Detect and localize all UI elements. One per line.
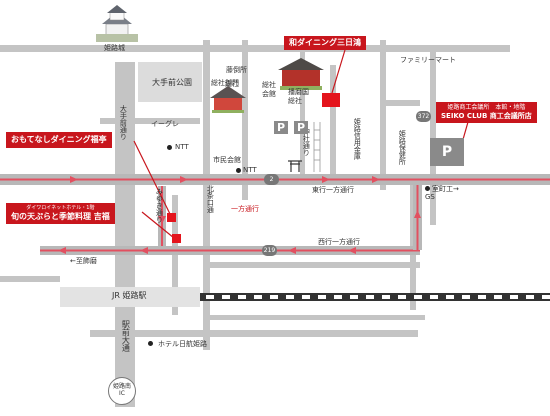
jr-station-block bbox=[60, 287, 200, 307]
syuuin-label: 藤倒所 bbox=[226, 66, 247, 74]
torii-icon bbox=[288, 160, 302, 172]
tempura-marker[interactable] bbox=[172, 234, 181, 243]
ntt-dot bbox=[167, 145, 172, 150]
route-2-shield: 2 bbox=[264, 174, 279, 185]
westbound-label: 西行一方通行 bbox=[318, 238, 360, 246]
sosha-label: 総社 bbox=[225, 80, 239, 88]
himeji-ic-marker: 姫路南 IC bbox=[108, 377, 136, 405]
sosha-mon-label: 総社御門 bbox=[211, 79, 239, 87]
eastbound-label: 東行一方通行 bbox=[312, 186, 354, 194]
tempura-name: 旬の天ぷらと季節料理 吉福 bbox=[11, 212, 110, 221]
one-way-label: 一方通行 bbox=[231, 205, 259, 213]
igle-label: イーグレ bbox=[151, 120, 179, 128]
ntt2-dot bbox=[236, 168, 241, 173]
parking-icon-2: P bbox=[294, 121, 308, 134]
ic-label: 姫路南 IC bbox=[112, 383, 131, 397]
shrine-top-icon bbox=[278, 58, 324, 90]
hotel-nikko-label: ホテル日航姫路 bbox=[158, 340, 207, 348]
miyuki-label: みゆき通り bbox=[155, 188, 164, 223]
seiko-note: 姫路商工会議所 本館・地階 bbox=[447, 104, 526, 111]
omotenashi-marker[interactable] bbox=[167, 213, 176, 222]
himeji-hoken-label: 姫路保健所 bbox=[398, 130, 407, 165]
park-label: 大手前公園 bbox=[152, 78, 192, 87]
sosha-kaikan-label: 総社 会館 bbox=[262, 81, 276, 99]
ekimae-label: 駅前大通 bbox=[121, 320, 131, 352]
harima-sosha-label: 播磨国 総社 bbox=[288, 88, 309, 106]
daiwa-note: ダイワロイネットホテル・1階 bbox=[26, 205, 95, 211]
omotenashi-box[interactable]: おもてなしダイニング福亭 bbox=[6, 132, 112, 148]
wa-dining-box[interactable]: 和ダイニング三日鴻 bbox=[284, 36, 366, 50]
koko-label: 室町工→ bbox=[432, 185, 459, 193]
tempura-box[interactable]: ダイワロイネットホテル・1階 旬の天ぷらと季節料理 吉福 bbox=[6, 203, 115, 224]
jinja-label: 神社通り bbox=[302, 128, 311, 156]
jr-station-label: JR 姫路駅 bbox=[112, 291, 147, 300]
city-hall-label: 市民会館 bbox=[213, 156, 241, 164]
ntt2-label: NTT bbox=[243, 166, 257, 174]
kitano-label: 北条口通 bbox=[206, 185, 215, 213]
parking-icon-1: P bbox=[274, 121, 288, 134]
ote-mae-dori-label: 大手前通り bbox=[119, 105, 128, 140]
gs-label: GS bbox=[425, 193, 435, 201]
castle-label: 姫路城 bbox=[104, 44, 125, 52]
to-ichikawa-label: ←至飾磨 bbox=[70, 257, 97, 265]
park-area bbox=[138, 62, 202, 102]
seiko-name: SEIKO CLUB 商工会議所店 bbox=[441, 112, 532, 120]
ntt-label: NTT bbox=[175, 143, 189, 151]
seiko-club-box[interactable]: 姫路商工会議所 本館・地階 SEIKO CLUB 商工会議所店 bbox=[436, 102, 537, 123]
shrine-left-icon bbox=[210, 86, 246, 113]
family-mart-label: ファミリーマート bbox=[400, 56, 456, 64]
parking-icon-seiko: P bbox=[430, 138, 464, 166]
wa-dining-marker[interactable] bbox=[322, 93, 340, 107]
castle-icon bbox=[96, 5, 138, 42]
hotel-dot bbox=[148, 341, 153, 346]
route-219-shield: 219 bbox=[262, 245, 277, 256]
koko-dot bbox=[425, 186, 430, 191]
route-372-shield: 372 bbox=[416, 111, 431, 122]
himeji-shinkin-label: 姫路信用金庫 bbox=[353, 118, 362, 160]
